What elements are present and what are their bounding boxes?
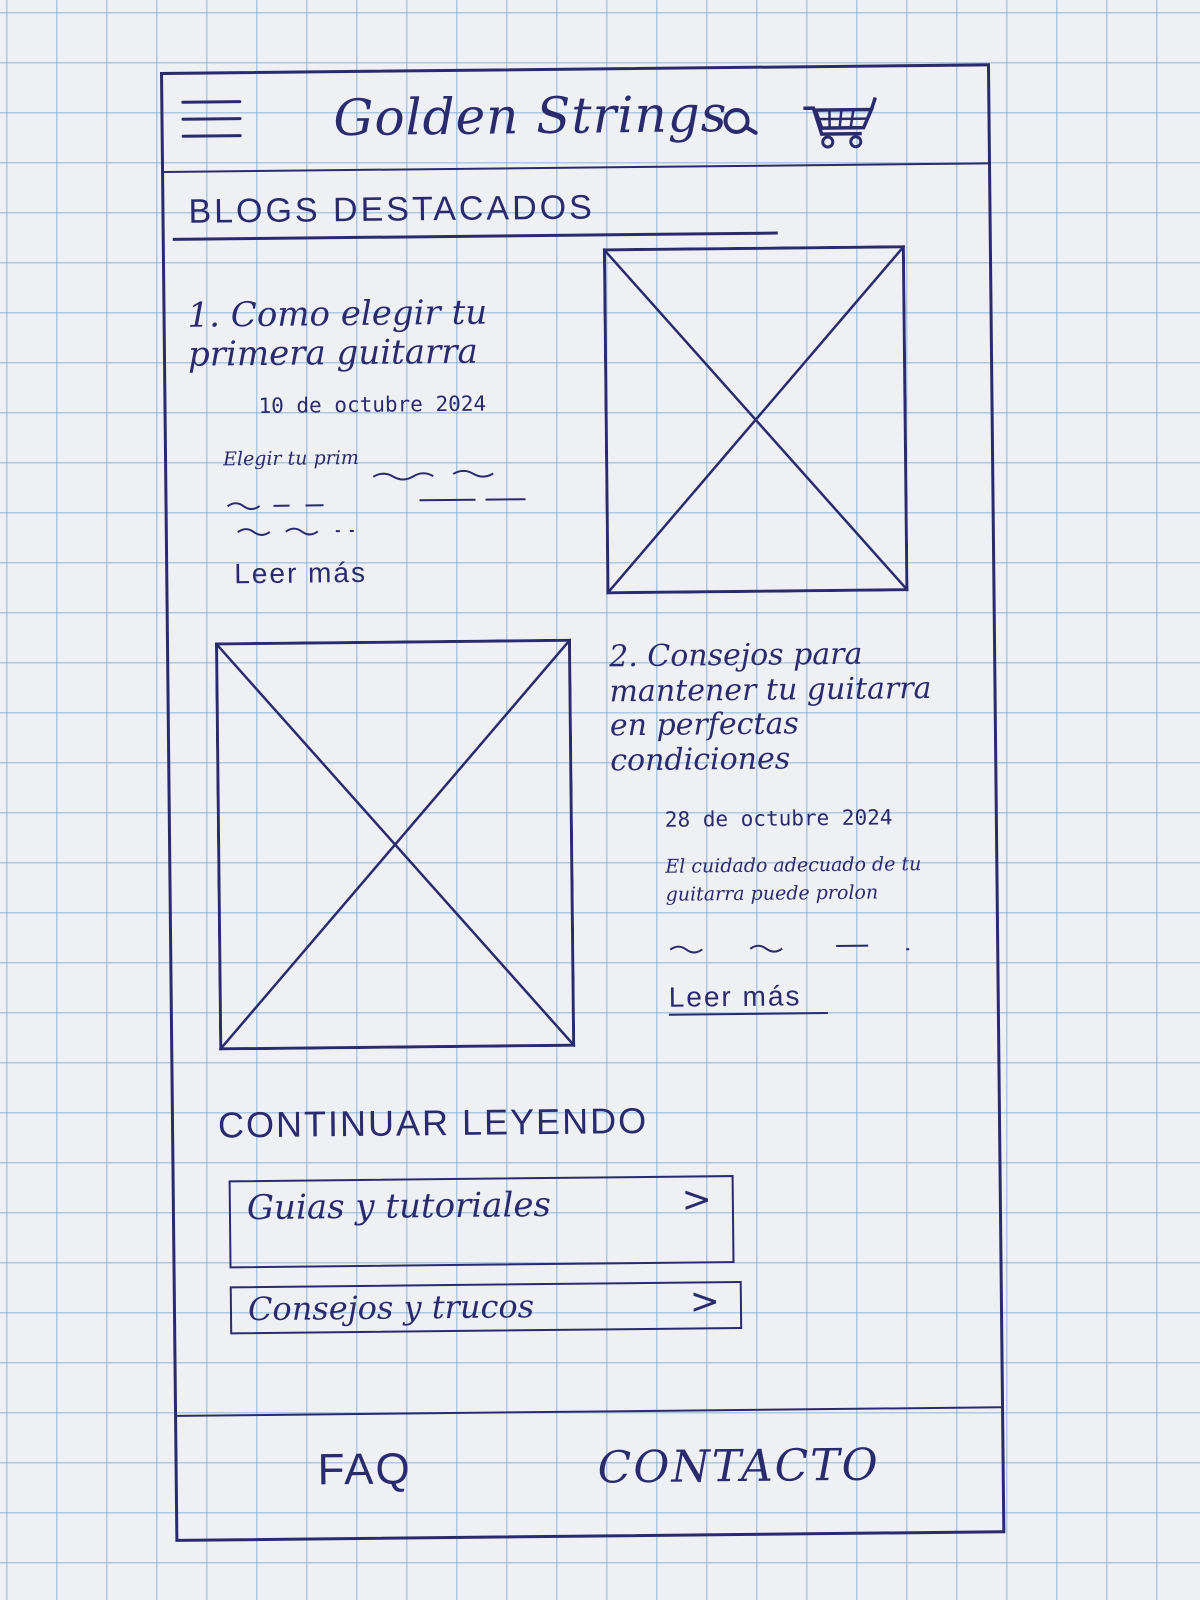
cart-icon[interactable]	[799, 93, 880, 152]
footer-contact-link[interactable]: CONTACTO	[597, 1439, 880, 1494]
category-label: Consejos y trucos	[247, 1287, 535, 1329]
featured-section-title: BLOGS DESTACADOS	[188, 188, 596, 231]
continue-reading-title: CONTINUAR LEYENDO	[217, 1099, 649, 1146]
brand-logo[interactable]: Golden Strings	[333, 85, 728, 148]
category-label: Guias y tutoriales	[246, 1184, 552, 1229]
post-image-placeholder-2[interactable]	[214, 638, 576, 1051]
hamburger-menu-icon[interactable]	[181, 100, 242, 143]
app-footer: FAQ CONTACTO	[177, 1406, 1003, 1545]
read-more-link-1[interactable]: Leer más	[234, 556, 368, 590]
search-icon[interactable]	[719, 101, 759, 141]
app-header: Golden Strings	[163, 66, 989, 173]
excerpt-scribble-2	[669, 944, 910, 954]
excerpt-scribble-1	[226, 469, 526, 536]
post-date-1: 10 de octubre 2024	[258, 391, 487, 418]
footer-faq-link[interactable]: FAQ	[317, 1444, 412, 1495]
post-image-placeholder-1[interactable]	[602, 245, 909, 595]
chevron-right-icon: >	[681, 1179, 713, 1221]
read-more-link-2[interactable]: Leer más	[668, 980, 828, 1016]
chevron-right-icon: >	[689, 1281, 721, 1323]
category-consejos-trucos[interactable]: Consejos y trucos >	[229, 1280, 743, 1335]
post-title-1[interactable]: 1. Como elegir tu primera guitarra	[187, 292, 488, 375]
section-divider	[172, 231, 778, 241]
post-title-2[interactable]: 2. Consejos para mantener tu guitarra en…	[608, 636, 932, 778]
post-excerpt-2: El cuidado adecuado de tu guitarra puede…	[665, 853, 922, 906]
phone-frame: Golden Strings BLOGS DESTACADOS 1	[160, 63, 1006, 1545]
post-date-2: 28 de octubre 2024	[664, 805, 893, 832]
category-guias-tutoriales[interactable]: Guias y tutoriales >	[228, 1175, 735, 1269]
